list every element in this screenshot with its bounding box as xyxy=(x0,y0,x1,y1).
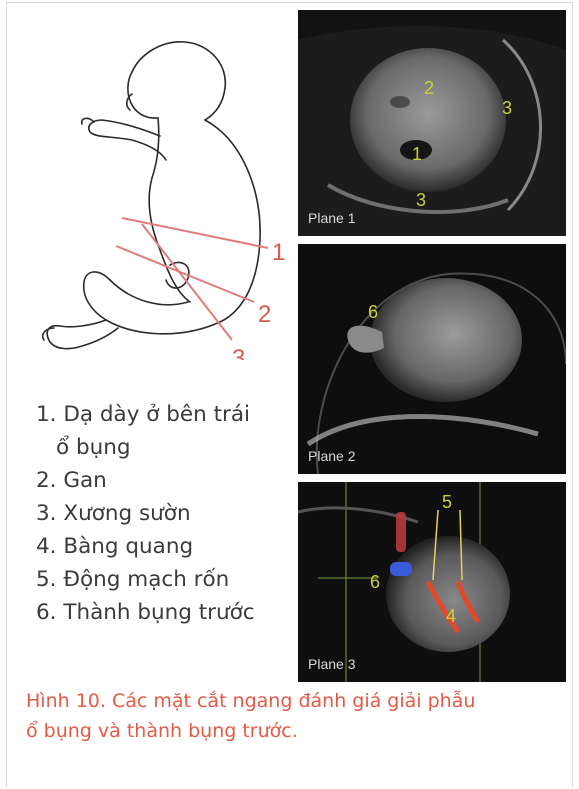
plane-label: Plane 2 xyxy=(308,448,355,464)
marker-4: 4 xyxy=(446,606,456,626)
ultrasound-panel-1: 2 3 1 3 Plane 1 xyxy=(298,10,566,236)
marker-1: 1 xyxy=(412,144,422,164)
ultrasound-panel-2: 6 Plane 2 xyxy=(298,244,566,474)
cut-label-1: 1 xyxy=(272,239,285,266)
cut-line-1 xyxy=(122,218,268,248)
figure-caption: Hình 10. Các mặt cắt ngang đánh giá giải… xyxy=(26,686,546,746)
legend-item: 1. Dạ dày ở bên trái xyxy=(36,398,255,431)
head-outline xyxy=(128,42,225,120)
cut-label-2: 2 xyxy=(258,301,271,328)
marker-6: 6 xyxy=(370,572,380,592)
plane-label: Plane 1 xyxy=(308,210,355,226)
cut-lines xyxy=(116,218,268,340)
legend-list: 1. Dạ dày ở bên trái ổ bụng 2. Gan 3. Xư… xyxy=(36,398,255,629)
marker-3: 3 xyxy=(416,190,426,210)
caption-line-1: Hình 10. Các mặt cắt ngang đánh giá giải… xyxy=(26,686,546,716)
cut-label-3: 3 xyxy=(232,345,245,360)
legend-item: 3. Xương sườn xyxy=(36,497,255,530)
fetus-outline-diagram: 1 2 3 xyxy=(10,10,290,360)
legend-item: 6. Thành bụng trước xyxy=(36,596,255,629)
cut-line-3 xyxy=(142,224,232,340)
legend-item: 2. Gan xyxy=(36,464,255,497)
caption-line-2: ổ bụng và thành bụng trước. xyxy=(26,716,546,746)
legend-item: ổ bụng xyxy=(36,431,255,464)
plane-label: Plane 3 xyxy=(308,656,355,672)
marker-2: 2 xyxy=(424,78,434,98)
marker-5: 5 xyxy=(442,492,452,512)
cut-line-2 xyxy=(116,246,254,302)
marker-6: 6 xyxy=(368,302,378,322)
back-outline xyxy=(205,120,260,322)
legend-item: 5. Động mạch rốn xyxy=(36,563,255,596)
ultrasound-panel-3: 5 6 4 Plane 3 xyxy=(298,482,566,682)
marker-3: 3 xyxy=(502,98,512,118)
legend-item: 4. Bàng quang xyxy=(36,530,255,563)
